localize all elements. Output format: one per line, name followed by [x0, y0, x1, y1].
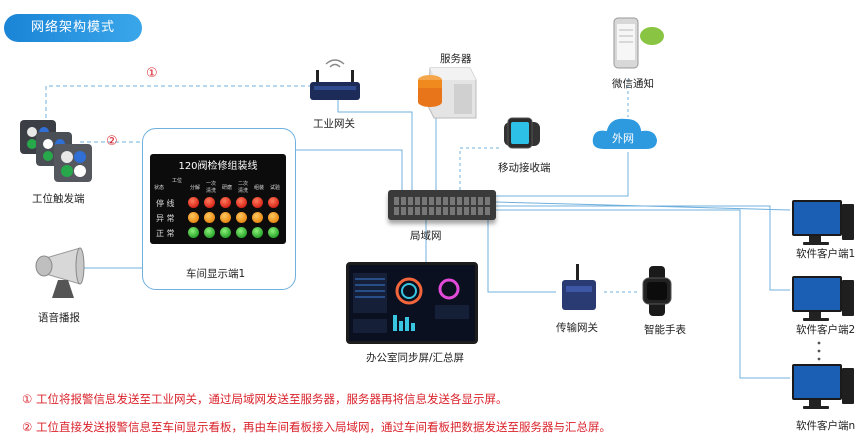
lan-switch-icon	[388, 190, 496, 220]
internet-label: 外网	[612, 132, 634, 145]
workshop-display-label: 车间显示端1	[186, 268, 246, 280]
office-screen-icon	[346, 262, 478, 344]
led	[252, 227, 263, 238]
board-row-abnormal: 异 常	[156, 214, 175, 223]
transmission-gateway-label: 传输网关	[556, 322, 598, 334]
board-col-6: 试验	[270, 185, 281, 191]
marker-two: ②	[106, 134, 118, 149]
board-col-4: 二次清洗	[237, 181, 248, 194]
board-col-2: 一次清洗	[205, 181, 216, 194]
mobile-receiver-icon	[504, 117, 540, 149]
board-col-1: 分解	[190, 185, 201, 191]
internet-cloud-icon	[590, 116, 660, 151]
voice-broadcast-label: 语音播报	[38, 312, 80, 324]
marker-one: ①	[146, 66, 158, 81]
board-title: 120阀检修组装线	[178, 161, 258, 172]
client-1-tower-icon	[842, 204, 854, 240]
led	[188, 197, 199, 208]
board-col-3: 研磨	[222, 185, 233, 191]
client-2-label: 软件客户端2	[796, 324, 856, 336]
led	[188, 212, 199, 223]
industrial-gateway-icon	[310, 59, 360, 100]
note-one: ① 工位将报警信息发送至工业网关，通过局域网发送至服务器，服务器再将信息发送各显…	[22, 392, 508, 406]
led	[236, 212, 247, 223]
led	[268, 212, 279, 223]
speaker-icon	[35, 247, 85, 298]
wechat-label: 微信通知	[612, 78, 654, 90]
board-row-stop: 停 线	[156, 199, 175, 208]
led	[220, 227, 231, 238]
office-screen-label: 办公室同步屏/汇总屏	[366, 352, 465, 364]
smart-watch-label: 智能手表	[644, 324, 686, 336]
server-icon	[418, 67, 477, 119]
ellipsis-dots	[817, 341, 821, 361]
board-col-status: 状态	[154, 185, 165, 191]
station-trigger-icon	[20, 120, 92, 182]
lan-label: 局域网	[410, 230, 442, 242]
client-2-tower-icon	[842, 280, 854, 316]
led	[204, 227, 215, 238]
transmission-gateway-icon	[562, 264, 596, 310]
client-n-monitor-icon	[792, 364, 842, 400]
led	[204, 197, 215, 208]
dashboard-graphics	[353, 273, 469, 333]
board-col-5: 组装	[254, 185, 265, 191]
led	[204, 212, 215, 223]
led	[188, 227, 199, 238]
led	[236, 227, 247, 238]
server-label: 服务器	[440, 53, 472, 65]
led	[220, 197, 231, 208]
workshop-board: 120阀检修组装线 状态 工位 分解 一次清洗 研磨 二次清洗 组装 试验 停 …	[150, 154, 286, 244]
diagram-title: 网络架构模式	[4, 14, 142, 42]
mobile-receiver-label: 移动接收端	[498, 162, 551, 174]
client-1-label: 软件客户端1	[796, 248, 856, 260]
led	[220, 212, 231, 223]
client-1-monitor-icon	[792, 200, 842, 236]
led	[268, 227, 279, 238]
industrial-gateway-label: 工业网关	[313, 118, 355, 130]
led	[252, 197, 263, 208]
smart-watch-icon	[642, 266, 672, 316]
led	[268, 197, 279, 208]
led	[236, 197, 247, 208]
wechat-phone-icon	[613, 17, 664, 69]
station-trigger-label: 工位触发端	[32, 193, 85, 205]
board-col-station: 工位	[172, 178, 183, 184]
client-2-monitor-icon	[792, 276, 842, 312]
client-n-label: 软件客户端n	[796, 420, 856, 432]
board-row-normal: 正 常	[156, 229, 175, 238]
client-n-tower-icon	[842, 368, 854, 404]
led	[252, 212, 263, 223]
note-two: ② 工位直接发送报警信息至车间显示看板，再由车间看板接入局域网，通过车间看板把数…	[22, 420, 611, 434]
